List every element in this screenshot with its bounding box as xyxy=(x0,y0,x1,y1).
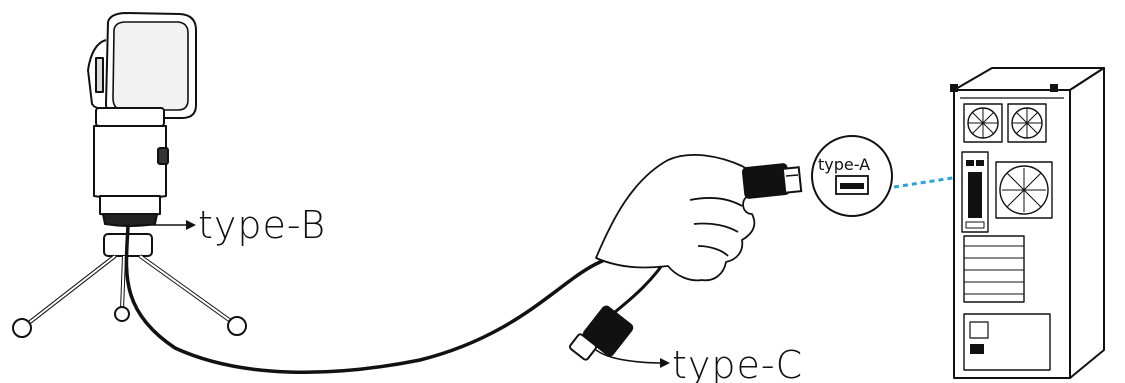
type-c-label: type-C xyxy=(672,343,803,383)
usb-a-plug-icon xyxy=(743,164,802,198)
microphone-icon xyxy=(88,13,196,226)
type-a-label: type-A xyxy=(818,155,870,174)
hand-icon xyxy=(596,155,766,281)
type-b-label: type-B xyxy=(198,203,326,247)
usb-a-port-icon xyxy=(812,136,892,216)
pc-tower-icon xyxy=(950,68,1104,378)
